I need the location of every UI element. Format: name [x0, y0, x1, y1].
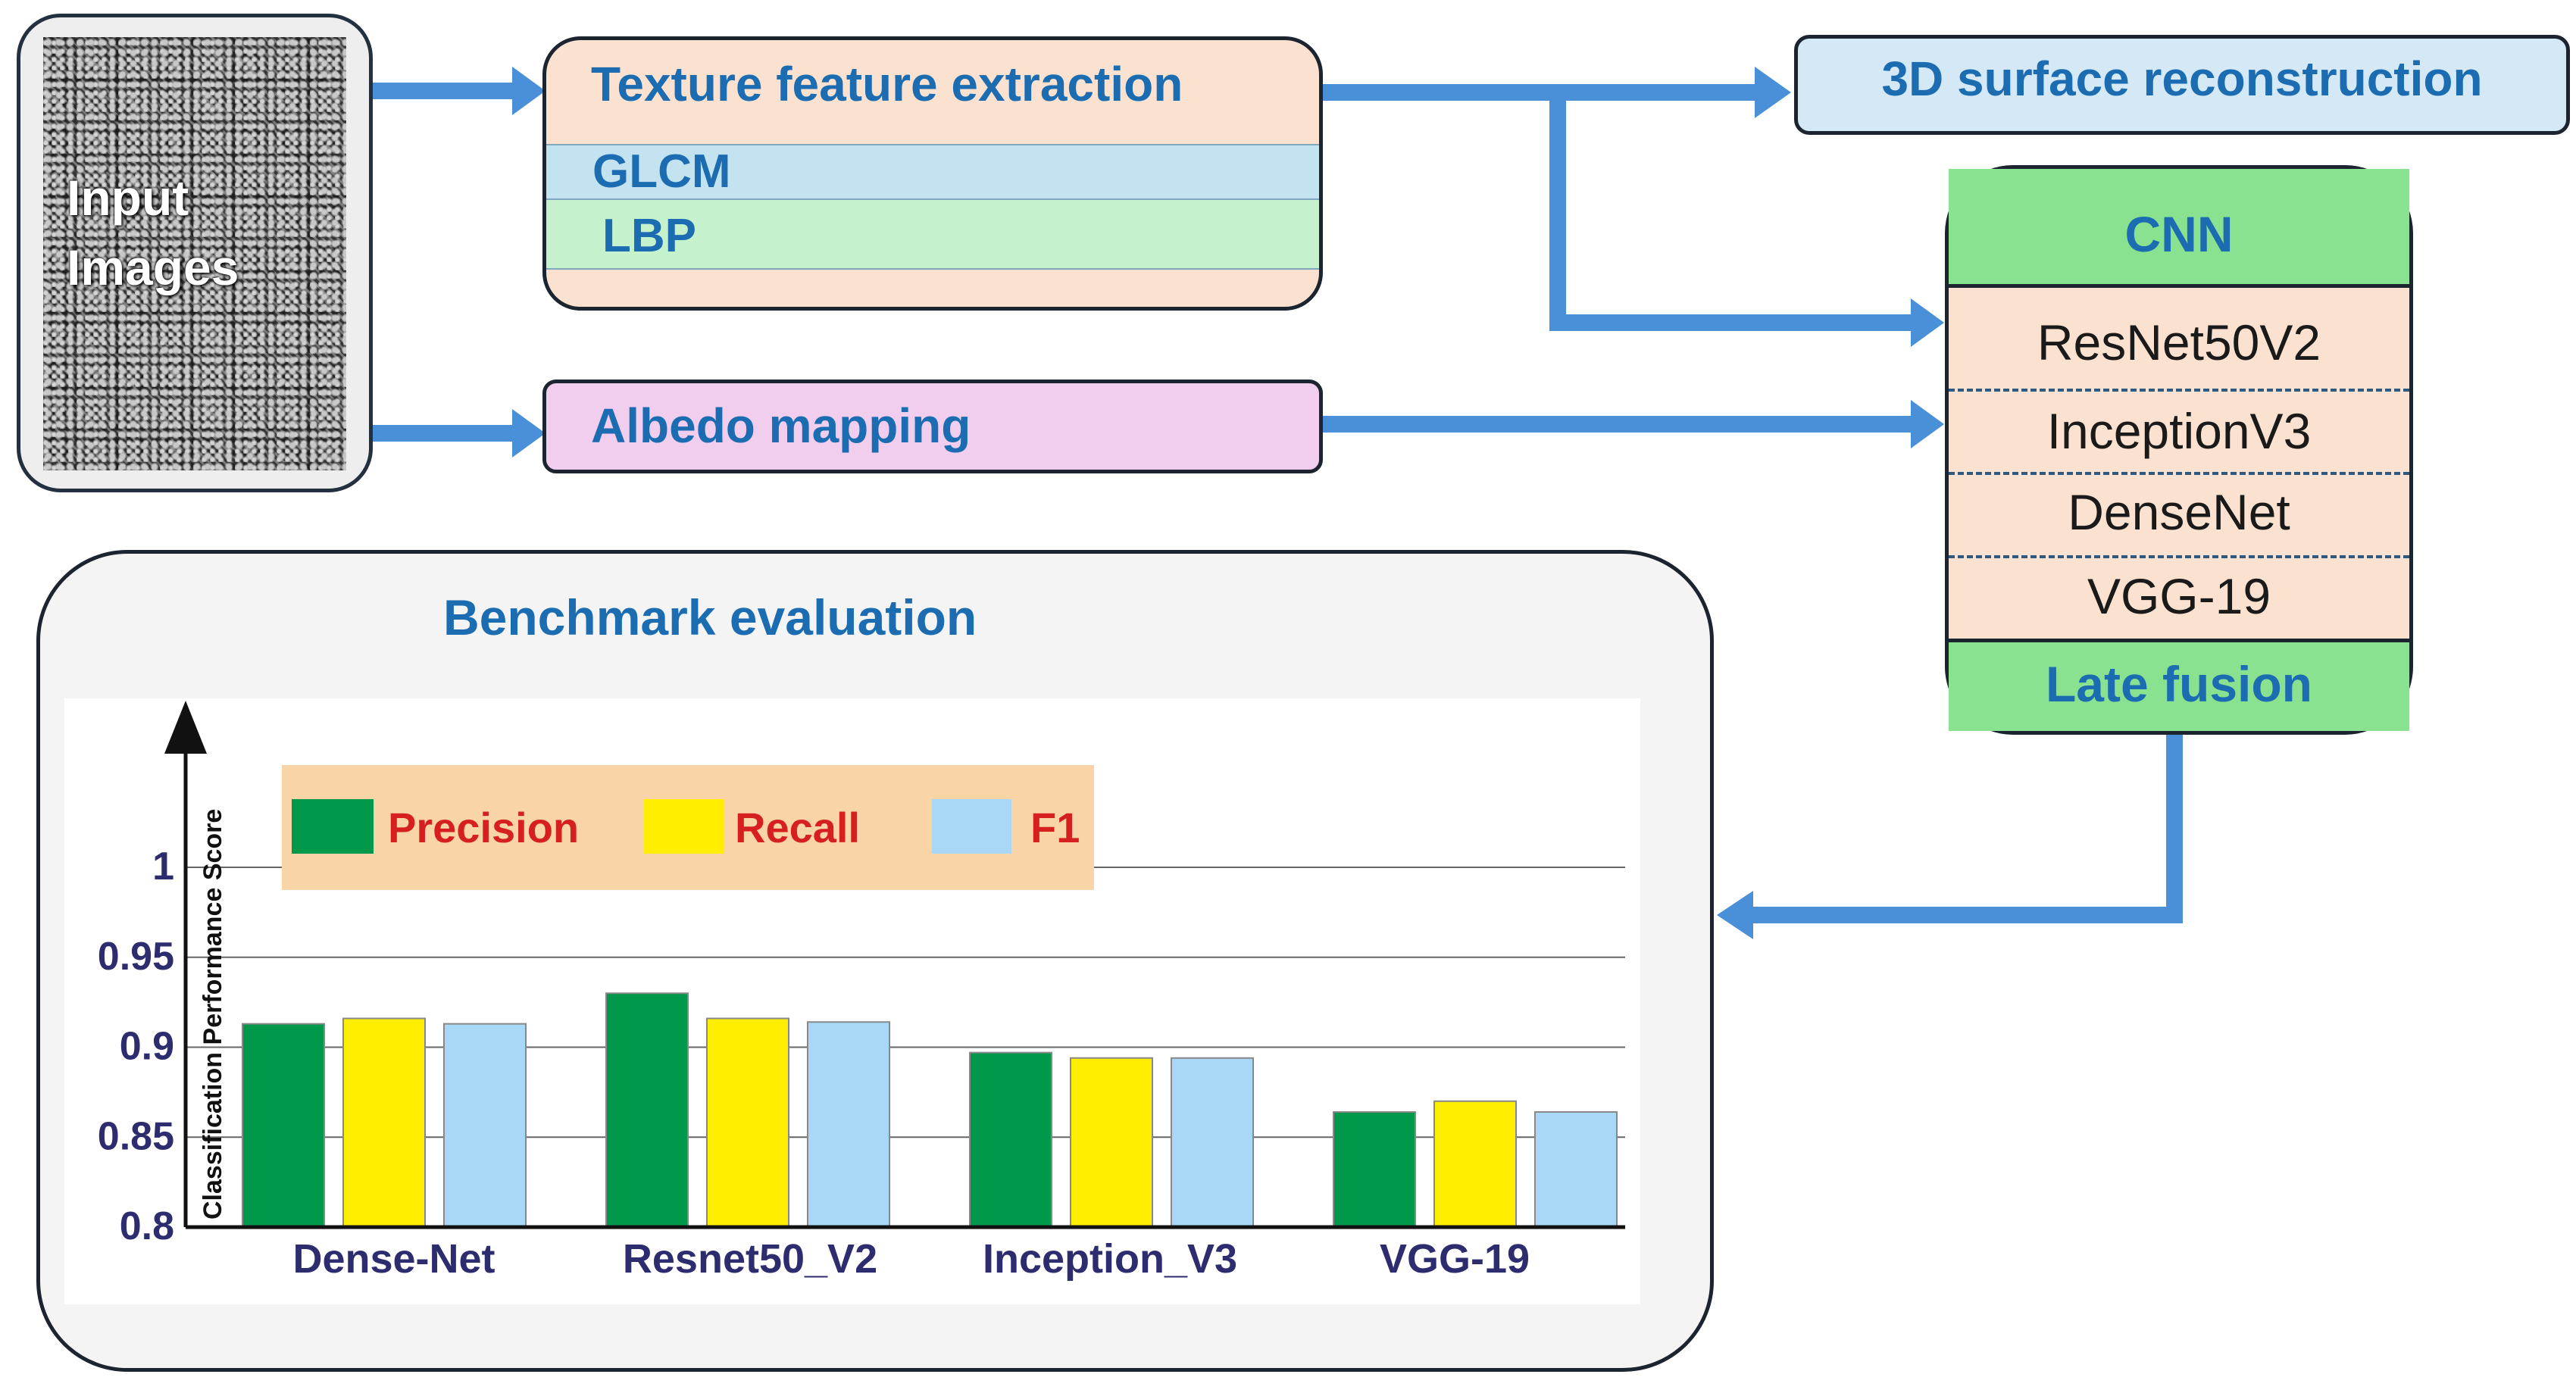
- chart-legend-label: Recall: [735, 804, 860, 851]
- input-label-line1: Input: [67, 170, 189, 226]
- input-image-frame: [17, 14, 373, 492]
- chart-bar: [242, 1023, 325, 1228]
- chart-bar: [807, 1021, 890, 1228]
- cnn-header: [1949, 169, 2409, 288]
- arrowhead-albedo: [512, 409, 546, 458]
- arrowhead-recon: [1755, 67, 1791, 118]
- chart-bar: [969, 1051, 1052, 1228]
- late-fusion-footer: [1949, 639, 2409, 731]
- arrowhead-texture: [512, 67, 546, 115]
- lbp-label: LBP: [602, 210, 696, 262]
- chart-legend-swatch: [932, 799, 1011, 854]
- glcm-label: GLCM: [592, 145, 731, 198]
- lbp-band: [546, 200, 1319, 270]
- chart-bar: [1433, 1100, 1517, 1228]
- chart-y-axis-arrowhead: [164, 701, 207, 754]
- chart-bar: [1070, 1057, 1153, 1228]
- model-resnet50v2: ResNet50V2: [2037, 314, 2321, 370]
- benchmark-title: Benchmark evaluation: [443, 589, 977, 645]
- chart-x-tick-label: Dense-Net: [292, 1236, 495, 1282]
- arrow-texture-to-cnn: [1549, 92, 1914, 331]
- input-image-texture: [43, 37, 346, 470]
- model-inceptionv3: InceptionV3: [2046, 403, 2312, 459]
- chart-x-tick-label: Resnet50_V2: [623, 1236, 877, 1282]
- chart-y-tick-label: 0.8: [120, 1204, 174, 1248]
- chart-legend-swatch: [292, 799, 374, 854]
- cnn-title: CNN: [2124, 206, 2234, 262]
- input-label-line2: Images: [67, 239, 239, 295]
- albedo-mapping-box: [542, 379, 1323, 473]
- chart-bar: [605, 992, 689, 1228]
- chart-y-tick-label: 0.85: [98, 1114, 174, 1158]
- chart-bar: [443, 1023, 527, 1228]
- chart-bar: [1534, 1111, 1618, 1228]
- late-fusion-label: Late fusion: [2045, 656, 2312, 712]
- arrowhead-cnn-top: [1911, 298, 1944, 347]
- chart-legend-label: F1: [1030, 804, 1080, 851]
- model-densenet: DenseNet: [2068, 484, 2290, 540]
- chart-y-tick-label: 1: [152, 845, 174, 889]
- chart-legend-swatch: [644, 799, 724, 854]
- model-divider: [1949, 555, 2409, 558]
- chart-bar: [1171, 1057, 1254, 1228]
- chart-y-tick-label: 0.9: [120, 1025, 174, 1069]
- arrowhead-benchmark: [1717, 891, 1753, 939]
- chart-x-tick-label: Inception_V3: [983, 1236, 1237, 1282]
- chart-bar: [706, 1017, 789, 1228]
- texture-extraction-title: Texture feature extraction: [591, 57, 1183, 111]
- glcm-band: [546, 144, 1319, 200]
- surface-reconstruction-label: 3D surface reconstruction: [1881, 52, 2483, 106]
- model-vgg19: VGG-19: [2087, 568, 2271, 624]
- arrowhead-cnn-mid: [1911, 400, 1944, 448]
- model-divider: [1949, 472, 2409, 475]
- input-images-label: Input Images: [67, 163, 317, 302]
- albedo-mapping-label: Albedo mapping: [591, 398, 971, 453]
- arrow-fusion-to-benchmark: [1750, 735, 2183, 923]
- surface-reconstruction-box: [1794, 35, 2570, 135]
- chart-x-tick-label: VGG-19: [1380, 1236, 1530, 1282]
- chart-y-axis-title: Classification Performance Score: [199, 809, 227, 1220]
- model-divider: [1949, 389, 2409, 392]
- chart-bar: [1333, 1111, 1416, 1228]
- chart-bar: [342, 1017, 426, 1228]
- chart-y-tick-label: 0.95: [98, 935, 174, 979]
- chart-legend-label: Precision: [388, 804, 579, 851]
